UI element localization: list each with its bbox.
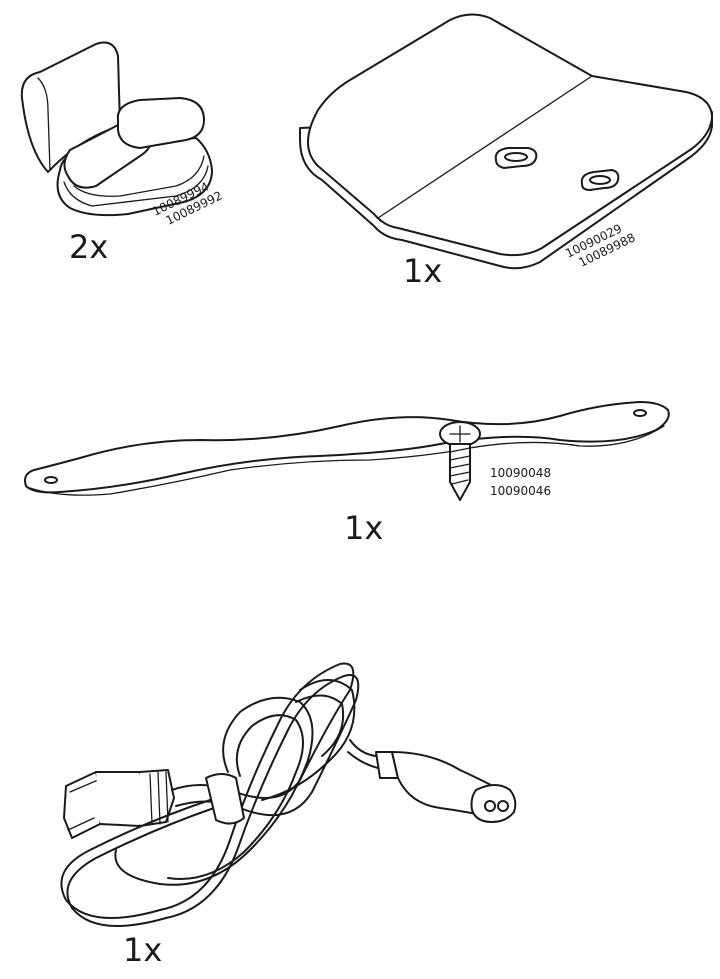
strap-quantity: 1x [344, 509, 383, 547]
figure-8-connector-icon [375, 751, 517, 823]
clip-quantity: 2x [69, 228, 108, 266]
clip-part: 2x 10089994 10089992 [20, 41, 225, 266]
plate-part: 1x 10090029 10089988 [299, 13, 713, 290]
plate-quantity: 1x [403, 252, 442, 290]
cable-quantity: 1x [123, 931, 162, 969]
strap-part-number-1: 10090048 [490, 466, 551, 480]
strap-part-number-2: 10090046 [490, 484, 551, 498]
screw-icon [439, 421, 481, 501]
strap-part: 10090048 10090046 1x [24, 401, 670, 547]
cable-part: 1x [60, 662, 517, 969]
